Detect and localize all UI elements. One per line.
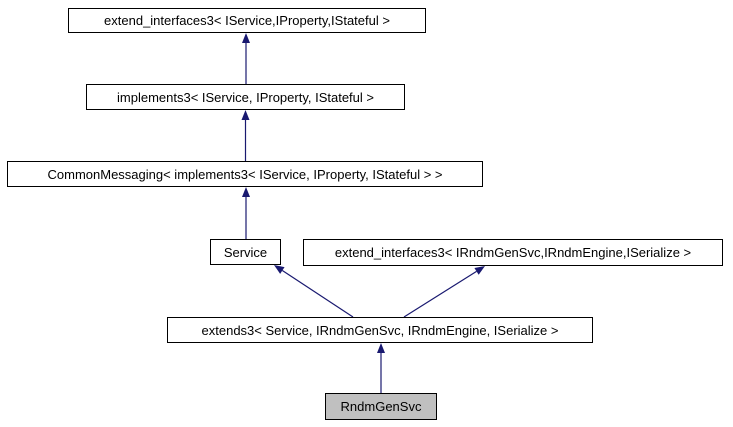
inheritance-edge-extends3-to-extend-interfaces3-irndmgensvc	[403, 270, 477, 318]
arrowhead-extends3-to-extend-interfaces3-irndmgensvc	[474, 266, 485, 275]
class-node-rndmgensvc: RndmGenSvc	[325, 393, 437, 420]
arrowhead-extends3-to-service	[274, 265, 285, 274]
class-node-extend-interfaces3-iservice[interactable]: extend_interfaces3< IService,IProperty,I…	[68, 8, 426, 33]
class-node-service[interactable]: Service	[210, 239, 281, 265]
class-node-extends3[interactable]: extends3< Service, IRndmGenSvc, IRndmEng…	[167, 317, 593, 343]
arrowhead-implements3-to-extend-interfaces3-iservice	[242, 33, 250, 43]
arrowhead-service-to-commonmessaging	[242, 187, 250, 197]
inheritance-edge-extends3-to-service	[282, 269, 354, 318]
class-node-extend-interfaces3-irndmgensvc[interactable]: extend_interfaces3< IRndmGenSvc,IRndmEng…	[303, 239, 723, 266]
class-node-implements3[interactable]: implements3< IService, IProperty, IState…	[86, 84, 405, 110]
class-node-commonmessaging[interactable]: CommonMessaging< implements3< IService, …	[7, 161, 483, 187]
arrowhead-commonmessaging-to-implements3	[241, 110, 250, 120]
arrowhead-rndmgensvc-to-extends3	[377, 343, 385, 353]
